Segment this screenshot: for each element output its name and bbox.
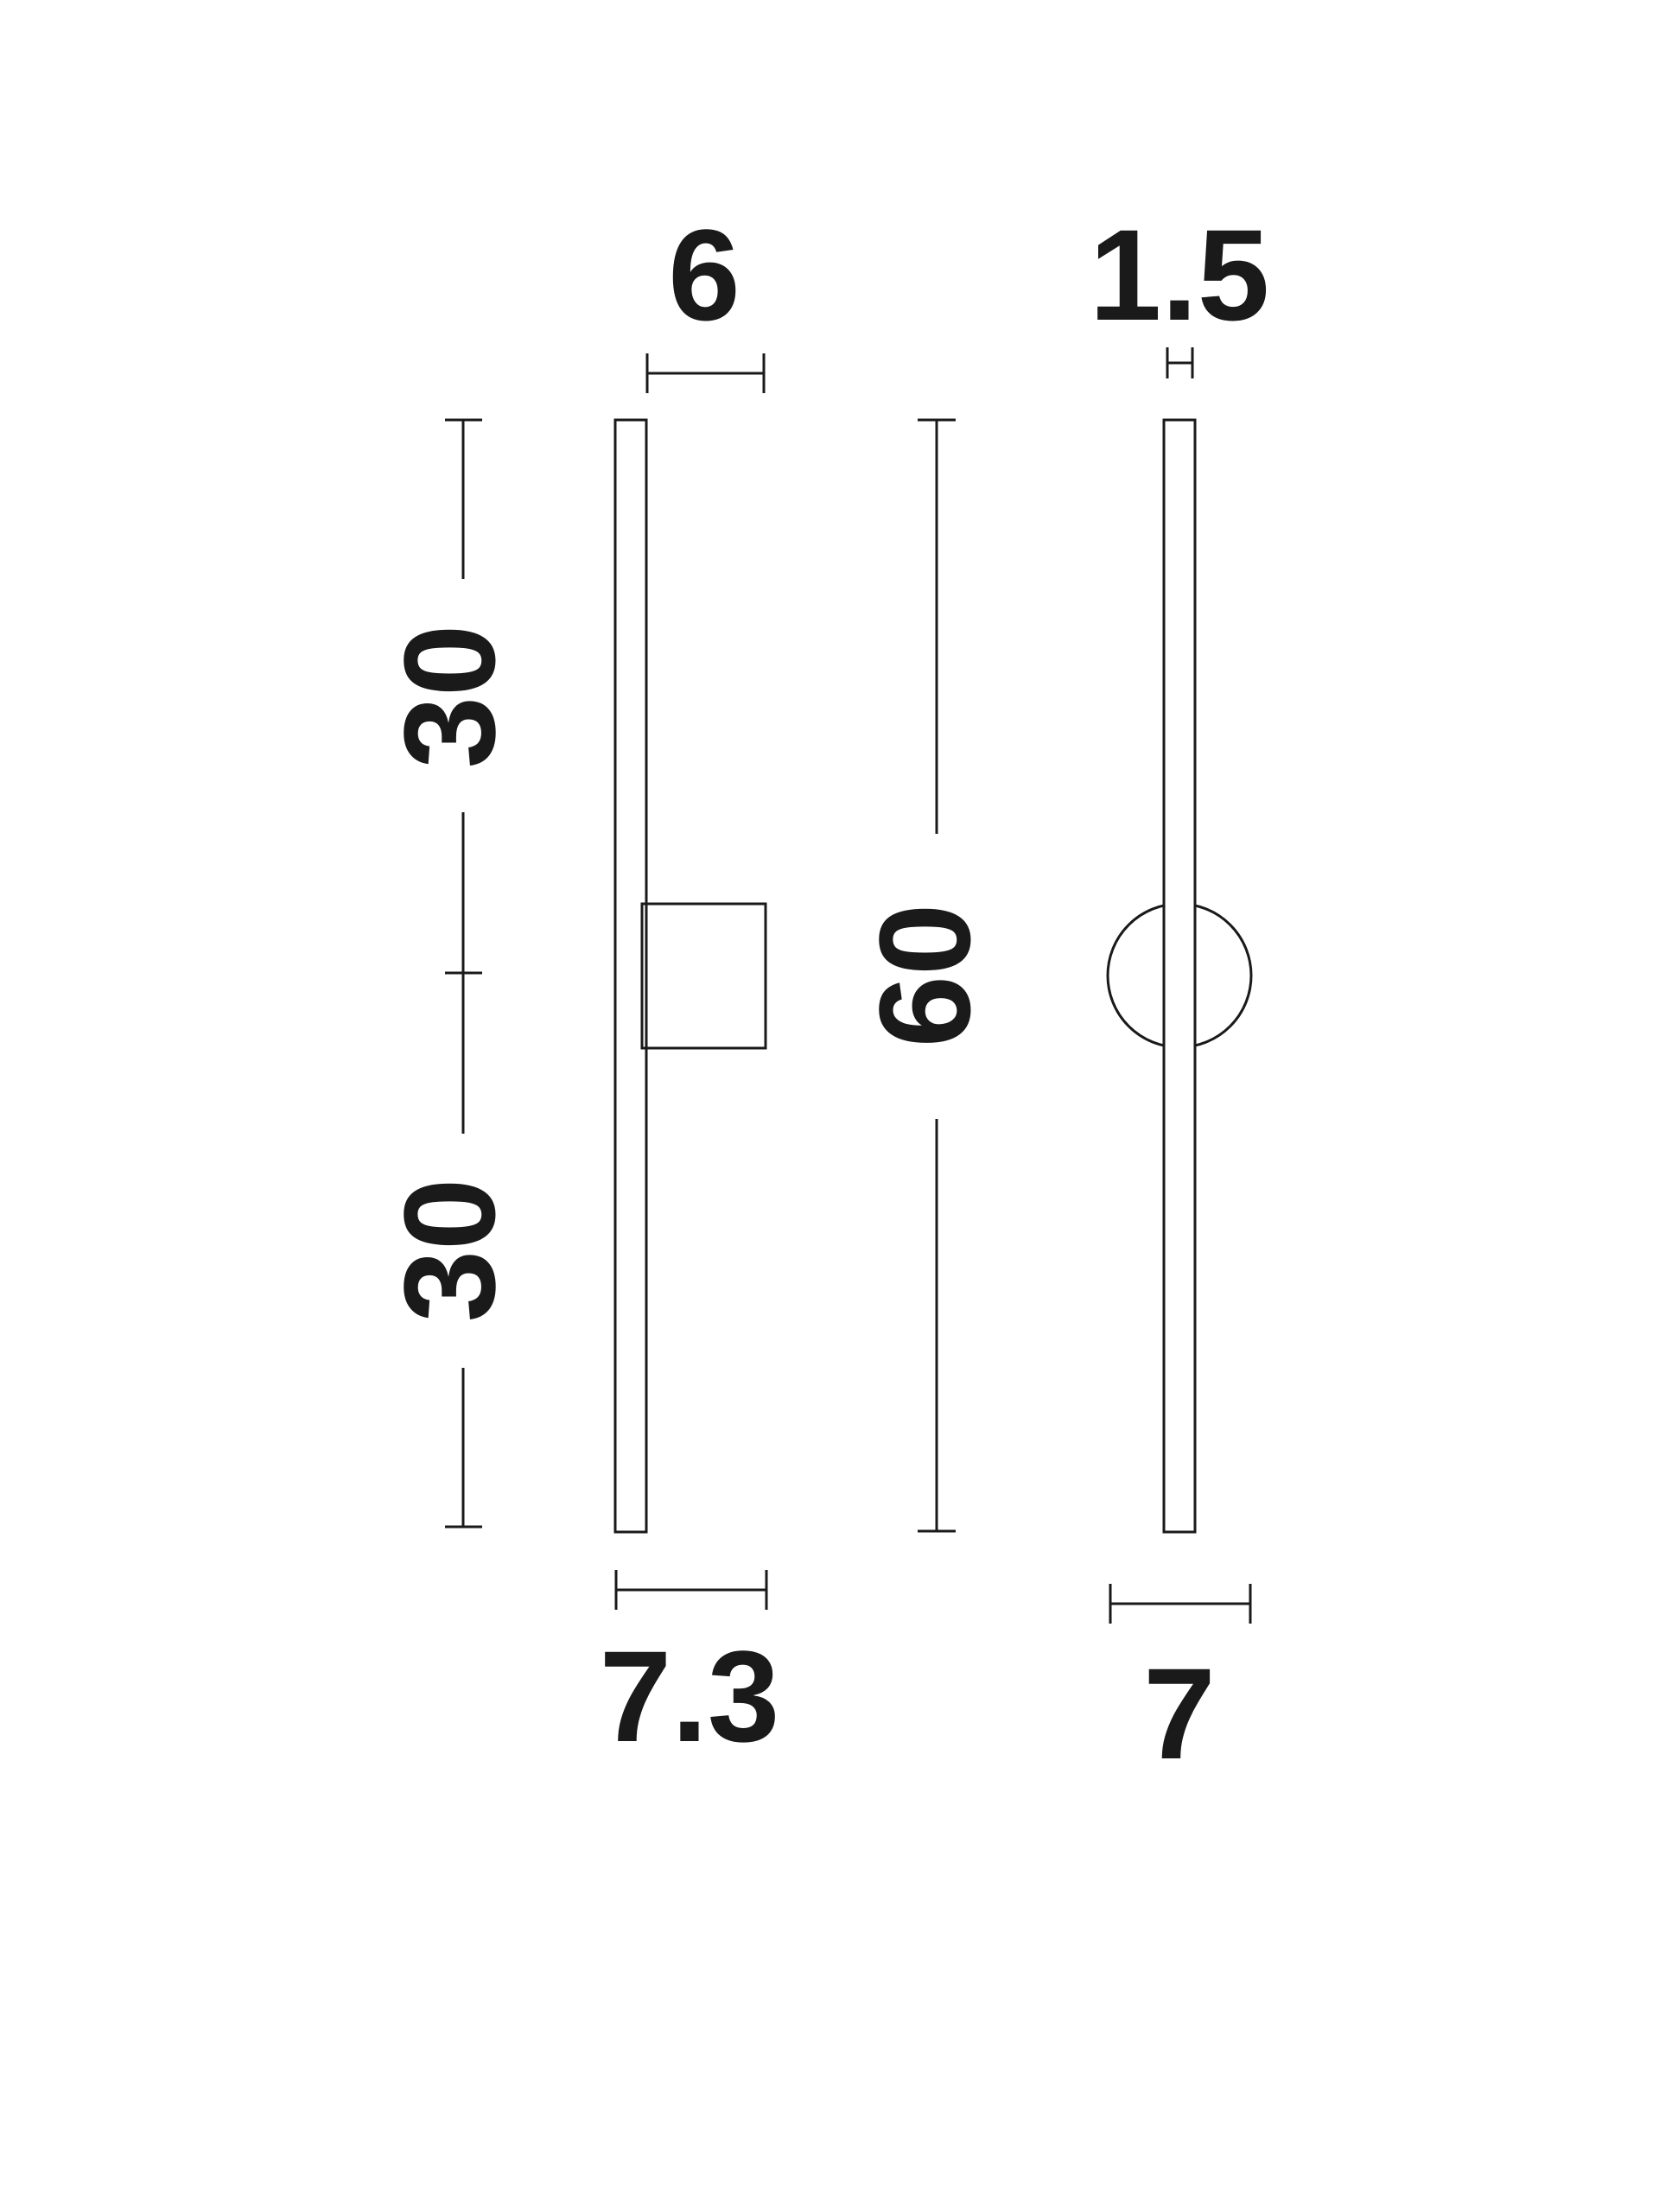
front-height-dimension (445, 418, 482, 1529)
side-bottom-width-label: 7 (1143, 1641, 1215, 1786)
front-top-width-dimension (645, 353, 766, 393)
front-bottom-width-dimension (614, 1570, 768, 1610)
front-lower-height-label: 30 (377, 1179, 522, 1323)
front-bar (613, 418, 648, 1534)
side-top-depth-dimension (1166, 347, 1194, 378)
side-bottom-width-dimension (1109, 1584, 1252, 1624)
side-height-label: 60 (852, 904, 997, 1048)
side-top-depth-label: 1.5 (1090, 202, 1270, 347)
side-bar (1162, 418, 1197, 1534)
side-height-dimension (918, 418, 956, 1533)
front-mount-block (640, 902, 767, 1050)
front-bottom-width-label: 7.3 (600, 1624, 780, 1769)
front-upper-height-label: 30 (377, 625, 522, 769)
front-top-width-label: 6 (668, 202, 740, 347)
